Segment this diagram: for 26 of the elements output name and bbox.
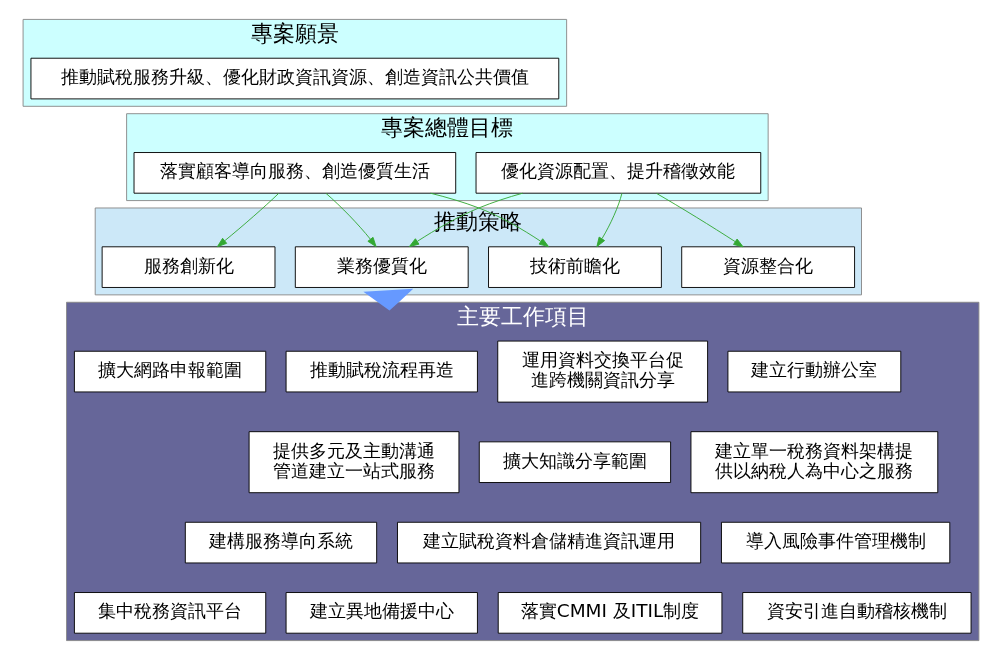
node-box: 落實顧客導向服務、創造優質生活 <box>133 152 457 194</box>
node-box: 建立異地備援中心 <box>285 592 478 634</box>
node-box: 推動賦稅流程再造 <box>285 350 478 393</box>
arrow <box>217 192 280 248</box>
node-box: 建立賦稅資料倉儲精進資訊運用 <box>397 521 702 564</box>
node-box: 建立行動辦公室 <box>727 350 902 393</box>
arrow <box>656 192 744 248</box>
node-box: 擴大知識分享範圍 <box>478 441 672 483</box>
node-box: 建立單一稅務資料架構提供以納稅人為中心之服務 <box>690 431 939 494</box>
node-box: 優化資源配置、提升稽徵效能 <box>475 152 762 194</box>
node-box: 提供多元及主動溝通管道建立一站式服務 <box>248 431 460 494</box>
node-box: 導入風險事件管理機制 <box>721 521 951 564</box>
node-box: 推動賦稅服務升級、優化財政資訊資源、創造資訊公共價值 <box>30 57 560 100</box>
node-box: 擴大網路申報範圍 <box>73 350 267 393</box>
node-box: 資源整合化 <box>681 246 856 288</box>
arrow <box>596 192 623 248</box>
node-box: 建構服務導向系統 <box>184 521 378 564</box>
node-box: 落實CMMI 及ITIL制度 <box>497 592 723 634</box>
node-box: 集中稅務資訊平台 <box>73 592 267 634</box>
node-box: 技術前瞻化 <box>488 246 662 288</box>
node-box: 運用資料交換平台促進跨機關資訊分享 <box>497 340 709 403</box>
node-box: 服務創新化 <box>101 246 276 288</box>
arrow <box>363 288 414 311</box>
node-box: 資安引進自動稽核機制 <box>742 592 972 634</box>
arrow <box>325 192 377 248</box>
node-box: 業務優質化 <box>294 246 469 288</box>
